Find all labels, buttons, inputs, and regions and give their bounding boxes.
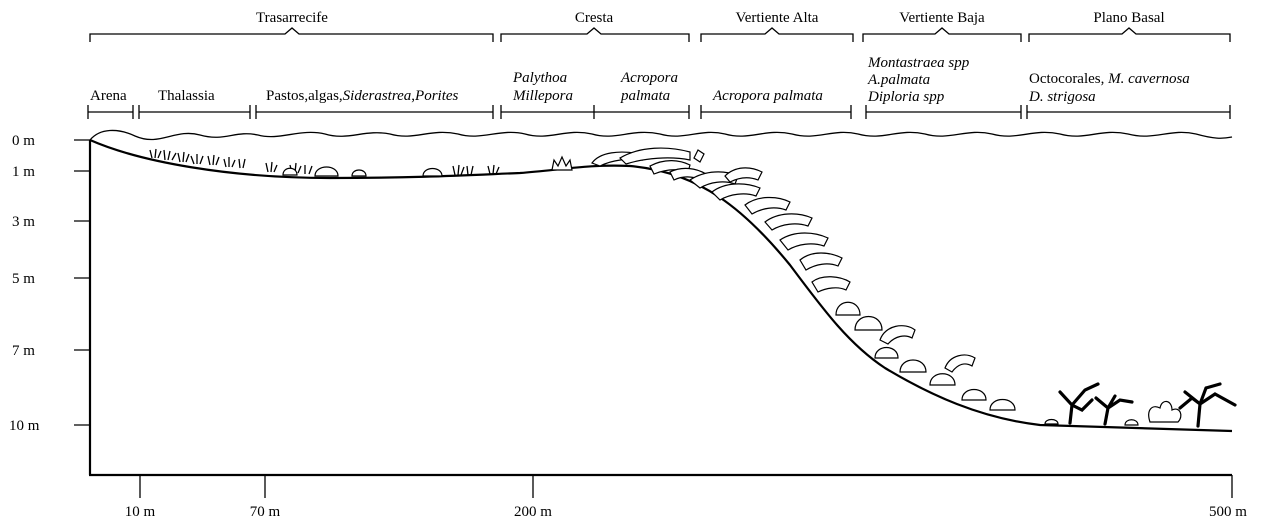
subzone-label-millepora: Millepora [512, 88, 573, 104]
subzone-label-thalassia: Thalassia [158, 88, 215, 104]
depth-label-5m: 5 m [12, 271, 35, 287]
zone-label-vertiente-alta: Vertiente Alta [736, 10, 819, 26]
subzone-label-acropora-palmata: Acropora palmata [712, 88, 823, 104]
bracket-palythoa [501, 105, 594, 119]
subzone-label-palmata: palmata [620, 88, 670, 104]
distance-axis [89, 475, 1232, 498]
bracket-vertiente-alta [701, 28, 853, 42]
subzone-label-pastos: Pastos,algas,Siderastrea,Porites [266, 88, 459, 104]
zone-label-trasarrecife: Trasarrecife [256, 10, 328, 26]
crest-corals [552, 148, 706, 180]
bracket-plano-basal [1029, 28, 1230, 42]
distance-label-500m: 500 m [1209, 504, 1247, 520]
bracket-octocorales [1027, 105, 1230, 119]
boulder-corals-backreef [283, 167, 442, 176]
subzone-label-a-palmata: A.palmata [867, 72, 930, 88]
subzone-label-acropora: Acropora [620, 70, 678, 86]
bracket-acropora-cresta [594, 105, 689, 119]
subzone-label-arena: Arena [90, 88, 127, 104]
basal-plain-fauna [1045, 384, 1235, 426]
zone-label-plano-basal: Plano Basal [1093, 10, 1164, 26]
upper-slope-corals [690, 168, 850, 292]
distance-label-70m: 70 m [250, 504, 281, 520]
subzone-label-diploria: Diploria spp [867, 89, 945, 105]
depth-label-1m: 1 m [12, 164, 35, 180]
lower-slope-corals [836, 302, 1015, 410]
bracket-thalassia [139, 105, 250, 119]
subzone-label-d-strigosa: D. strigosa [1028, 89, 1096, 105]
sea-surface-wave [90, 130, 1232, 140]
sea-floor-profile [90, 140, 1232, 431]
distance-label-200m: 200 m [514, 504, 552, 520]
bracket-trasarrecife [90, 28, 493, 42]
depth-axis [74, 140, 90, 475]
subzone-label-octocorales: Octocorales, M. cavernosa [1029, 71, 1190, 87]
zone-label-vertiente-baja: Vertiente Baja [899, 10, 985, 26]
bracket-cresta [501, 28, 689, 42]
subzone-label-montastraea: Montastraea spp [867, 55, 970, 71]
subzone-brackets [88, 105, 1230, 119]
distance-label-10m: 10 m [125, 504, 156, 520]
subzone-label-palythoa: Palythoa [512, 70, 567, 86]
depth-label-0m: 0 m [12, 133, 35, 149]
depth-label-10m: 10 m [9, 418, 40, 434]
bracket-pastos [256, 105, 493, 119]
depth-label-3m: 3 m [12, 214, 35, 230]
bracket-montastraea [866, 105, 1021, 119]
bracket-arena [88, 105, 133, 119]
zone-label-cresta: Cresta [575, 10, 614, 26]
depth-ticks [74, 140, 90, 425]
bracket-acropora-palmata [701, 105, 851, 119]
depth-label-7m: 7 m [12, 343, 35, 359]
zone-brackets [90, 28, 1230, 42]
distance-ticks [140, 475, 1232, 498]
bracket-vertiente-baja [863, 28, 1021, 42]
